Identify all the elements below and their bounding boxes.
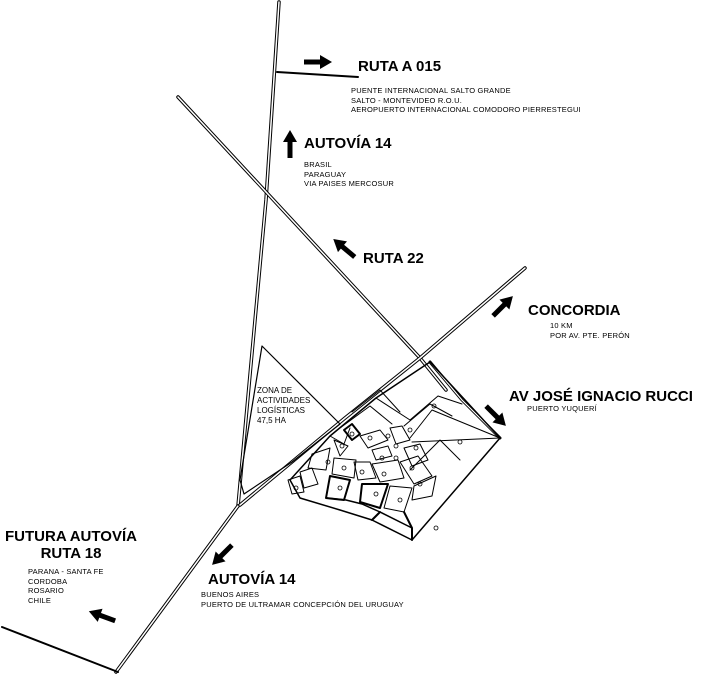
rucci-title: AV JOSÉ IGNACIO RUCCI: [509, 388, 693, 405]
detail-line: BUENOS AIRES: [201, 590, 260, 599]
autovia14-south-detail: BUENOS AIRES PUERTO DE ULTRAMAR CONCEPCI…: [201, 590, 404, 609]
ruta22-title: RUTA 22: [363, 250, 424, 267]
arrow-southwest-icon: [212, 543, 234, 565]
detail-line: CORDOBA: [28, 576, 68, 586]
detail-line: SALTO - MONTEVIDEO R.O.U.: [351, 95, 462, 105]
ruta18-title-line1: FUTURA AUTOVÍA: [5, 528, 137, 545]
detail-line: ROSARIO: [28, 586, 64, 595]
zona-logistica-boundary: [239, 345, 341, 495]
detail-line: CHILE: [28, 595, 52, 605]
rucci-detail: PUERTO YUQUERÍ: [527, 404, 597, 414]
detail-line: PARAGUAY: [304, 169, 347, 179]
arrow-southeast-icon: [484, 404, 506, 426]
detail-line: PUENTE INTERNACIONAL SALTO GRANDE: [351, 86, 511, 95]
ruta-a015-title: RUTA A 015: [358, 58, 442, 75]
arrow-northeast-icon: [491, 296, 513, 318]
autovia-14-road: [114, 0, 281, 674]
zona-line: 47,5 HA: [257, 416, 286, 425]
arrow-northwest-icon: [333, 239, 357, 259]
detail-line: PARANA - SANTA FE: [28, 567, 104, 576]
ruta18-title: FUTURA AUTOVÍA RUTA 18: [0, 528, 142, 562]
arrow-west-icon: [88, 608, 117, 624]
ruta-a015-road: [276, 71, 359, 78]
arrow-east-icon: [304, 55, 332, 69]
arrow-north-icon: [283, 130, 297, 158]
detail-line: 10 KM: [550, 321, 573, 330]
detail-line: BRASIL: [304, 160, 332, 169]
detail-line: VIA PAISES MERCOSUR: [304, 179, 394, 188]
autovia14-north-detail: BRASIL PARAGUAY VIA PAISES MERCOSUR: [304, 160, 394, 189]
parcel-markers: [293, 403, 463, 531]
autovia14-south-title: AUTOVÍA 14: [208, 571, 296, 588]
concordia-title: CONCORDIA: [528, 302, 621, 319]
detail-line: AEROPUERTO INTERNACIONAL COMODORO PIERRE…: [351, 105, 581, 114]
ruta-a015-detail: PUENTE INTERNACIONAL SALTO GRANDE SALTO …: [351, 86, 581, 115]
concordia-detail: 10 KM POR AV. PTE. PERÓN: [550, 321, 630, 340]
zona-line: ACTIVIDADES: [257, 396, 311, 405]
detail-line: PUERTO YUQUERÍ: [527, 404, 597, 413]
ruta-18-road: [1, 626, 119, 673]
ruta18-detail: PARANA - SANTA FE CORDOBA ROSARIO CHILE: [28, 567, 104, 605]
zona-logistica-label: ZONA DE ACTIVIDADES LOGÍSTICAS 47,5 HA: [257, 386, 310, 426]
detail-line: POR AV. PTE. PERÓN: [550, 330, 630, 340]
autovia14-north-title: AUTOVÍA 14: [304, 135, 392, 152]
zona-line: LOGÍSTICAS: [257, 406, 306, 415]
industrial-park: [287, 361, 501, 541]
zona-line: ZONA DE: [257, 386, 293, 395]
ruta18-title-line2: RUTA 18: [40, 545, 102, 562]
detail-line: PUERTO DE ULTRAMAR CONCEPCIÓN DEL URUGUA…: [201, 599, 404, 609]
